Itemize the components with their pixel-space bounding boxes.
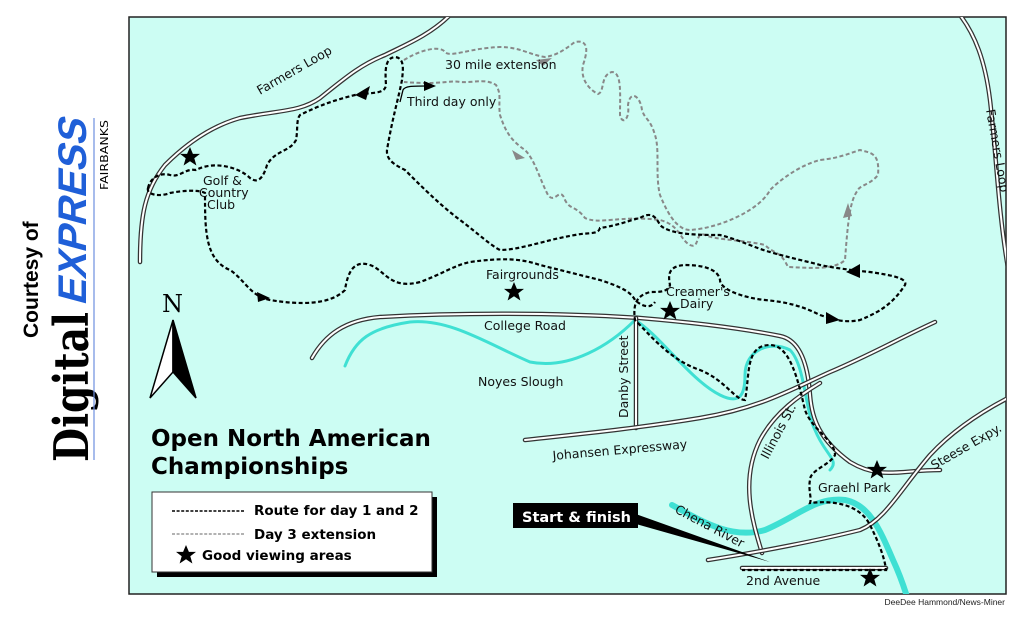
map-title-line1: Open North American bbox=[151, 426, 431, 452]
label-noyes-slough: Noyes Slough bbox=[478, 374, 563, 389]
label-graehl-park: Graehl Park bbox=[818, 480, 891, 495]
label-golf: Golf & bbox=[203, 173, 242, 188]
label-30-mile-extension: 30 mile extension bbox=[445, 57, 557, 72]
start-finish-pointer bbox=[630, 512, 770, 562]
ext-arrow bbox=[536, 58, 552, 66]
day3-extension-route bbox=[403, 40, 880, 269]
north-arrow-icon bbox=[149, 319, 197, 399]
steese-expressway bbox=[705, 396, 1006, 563]
start-finish-box bbox=[513, 503, 638, 528]
legend-item-extension: Day 3 extension bbox=[254, 527, 376, 543]
ext-arrow bbox=[512, 150, 525, 160]
ext-arrow bbox=[843, 203, 852, 218]
third-day-arrow bbox=[399, 85, 427, 103]
noyes-slough bbox=[343, 318, 835, 472]
label-danby-street: Danby Street bbox=[616, 335, 631, 418]
illinois-street bbox=[746, 380, 823, 556]
label-country: Country bbox=[199, 185, 249, 200]
route-arrow bbox=[257, 292, 270, 302]
college-road bbox=[309, 311, 943, 475]
logo-fairbanks: FAIRBANKS bbox=[99, 120, 111, 190]
day1-2-route bbox=[146, 55, 907, 572]
north-label: N bbox=[162, 290, 183, 318]
chena-river bbox=[669, 496, 910, 594]
legend: Route for day 1 and 2 Day 3 extension Go… bbox=[151, 491, 437, 577]
farmers-loop-west-road bbox=[137, 17, 452, 265]
legend-item-viewing: Good viewing areas bbox=[202, 548, 352, 564]
route-arrow bbox=[355, 86, 370, 100]
johansen-expressway bbox=[522, 319, 938, 443]
credit: DeeDee Hammond/News-Miner bbox=[885, 597, 1006, 607]
route-arrow bbox=[846, 264, 860, 278]
digital-express-logo: Courtesy of Digital EXPRESS FAIRBANKS bbox=[20, 110, 111, 462]
label-third-day-only: Third day only bbox=[406, 94, 497, 109]
label-club: Club bbox=[207, 197, 235, 212]
label-dairy: Dairy bbox=[680, 296, 714, 311]
start-finish-label: Start & finish bbox=[522, 510, 631, 526]
label-creamers: Creamer's bbox=[666, 284, 730, 299]
map-title-line2: Championships bbox=[151, 454, 348, 480]
label-fairgrounds: Fairgrounds bbox=[486, 267, 559, 282]
farmers-loop-east-road bbox=[958, 17, 1006, 270]
label-college-road: College Road bbox=[484, 318, 566, 333]
third-day-arrowhead bbox=[424, 81, 436, 91]
courtesy-of-text: Courtesy of bbox=[20, 220, 43, 338]
logo-express: EXPRESS bbox=[50, 110, 95, 308]
logo-digital: Digital bbox=[44, 312, 100, 462]
route-arrow bbox=[826, 312, 840, 324]
label-2nd-avenue: 2nd Avenue bbox=[746, 573, 821, 588]
legend-item-route: Route for day 1 and 2 bbox=[254, 503, 419, 519]
